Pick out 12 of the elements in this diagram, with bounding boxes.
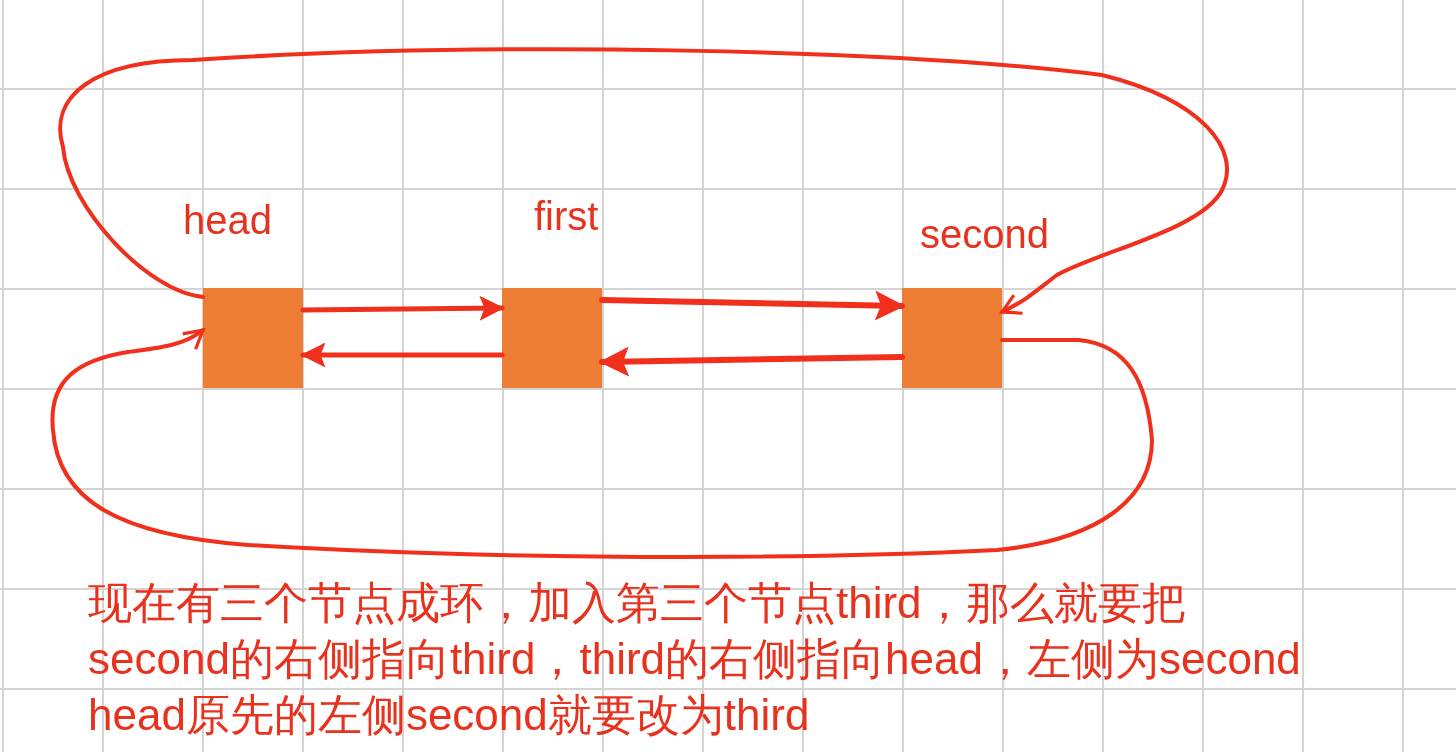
arrow <box>300 342 505 368</box>
note-text: 现在有三个节点成环，加入第三个节点third，那么就要把 <box>88 578 1186 629</box>
node-label: second <box>920 214 1049 254</box>
note-text: head原先的左侧second就要改为third <box>88 690 810 741</box>
note-text: second的右侧指向third，third的右侧指向head，左侧为second <box>88 634 1301 685</box>
arrow <box>300 295 505 321</box>
arrow <box>58 47 1229 315</box>
node-label: head <box>183 200 272 240</box>
arrow <box>50 328 1154 559</box>
arrow <box>599 346 905 377</box>
node-label: first <box>534 196 599 236</box>
arrow <box>599 290 905 321</box>
